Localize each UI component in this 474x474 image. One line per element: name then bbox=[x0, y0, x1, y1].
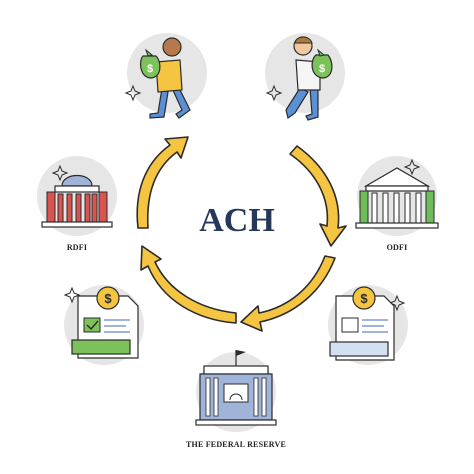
arrow-bottom-left bbox=[140, 245, 237, 324]
bank-building-icon bbox=[37, 156, 117, 236]
dollar-document-icon: $ bbox=[63, 285, 144, 365]
person-money-bag-icon: $ bbox=[124, 33, 207, 119]
person-money-bag-icon: $ bbox=[265, 33, 345, 121]
bank-building-icon bbox=[355, 156, 439, 236]
dollar-document-icon: $ bbox=[328, 285, 408, 365]
svg-text:$: $ bbox=[104, 291, 112, 306]
federal-reserve-building-icon bbox=[195, 350, 277, 432]
federal-reserve-label: THE FEDERAL RESERVE bbox=[186, 440, 286, 449]
rdfi-label: RDFI bbox=[66, 243, 88, 252]
arrow-top-left bbox=[136, 136, 189, 229]
svg-text:$: $ bbox=[319, 63, 325, 75]
page-title: ACH bbox=[199, 202, 275, 239]
arrow-bottom-right bbox=[240, 255, 336, 332]
cycle-arrows bbox=[136, 136, 347, 332]
arrow-top-right bbox=[289, 145, 347, 247]
svg-text:$: $ bbox=[147, 63, 153, 75]
svg-text:$: $ bbox=[360, 291, 368, 306]
odfi-label: ODFI bbox=[386, 243, 408, 252]
